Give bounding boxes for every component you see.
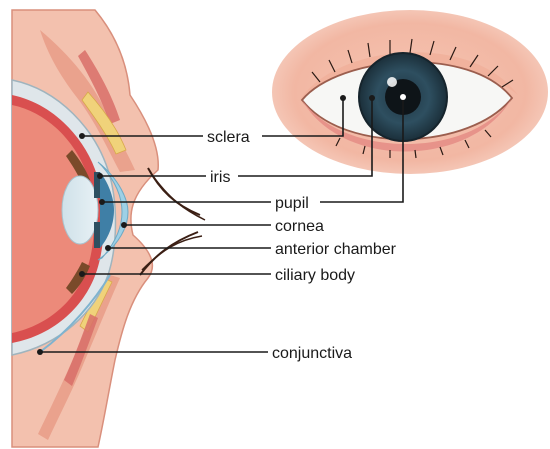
lens (62, 176, 98, 244)
eye-front-view (272, 10, 548, 174)
label-cornea: cornea (275, 218, 324, 235)
pupil-dot (99, 199, 105, 205)
sclera-front-dot (340, 95, 346, 101)
label-pupil: pupil (275, 195, 309, 212)
iris-section-lower (94, 222, 100, 248)
sclera-dot (79, 133, 85, 139)
eye-highlight (387, 77, 397, 87)
iris-front-dot (369, 95, 375, 101)
label-conjunctiva: conjunctiva (272, 345, 352, 362)
label-ciliary-body: ciliary body (275, 267, 355, 284)
eye-cross-section (12, 10, 205, 447)
upper-eyelash (148, 168, 200, 215)
conjunctiva-dot (37, 349, 43, 355)
label-anterior-chamber: anterior chamber (275, 241, 397, 258)
cornea-dot (121, 222, 127, 228)
pupil-front-dot (400, 94, 406, 100)
ciliary-body-dot (79, 271, 85, 277)
iris-dot (97, 173, 103, 179)
anterior-chamber-dot (105, 245, 111, 251)
label-sclera: sclera (207, 129, 250, 146)
label-iris: iris (210, 169, 230, 186)
